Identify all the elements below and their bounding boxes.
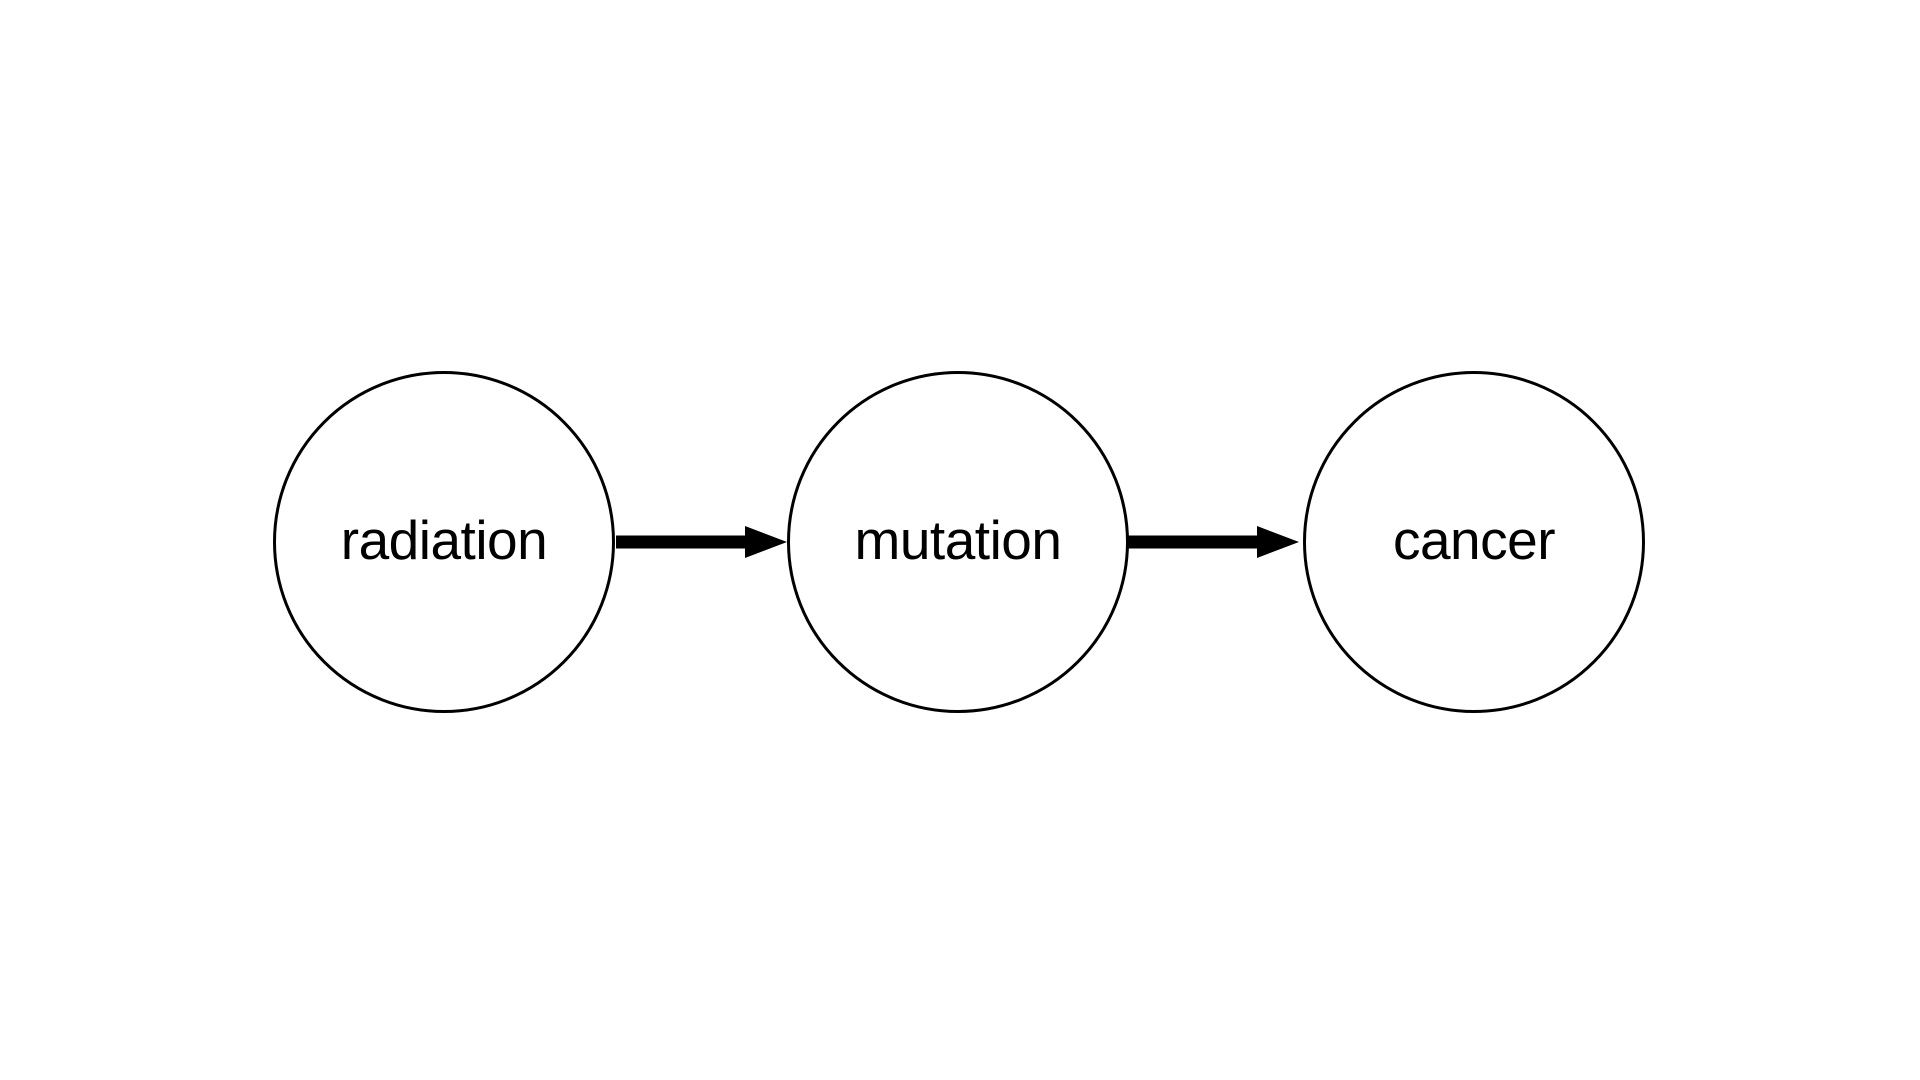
node-radiation: radiation [273, 371, 615, 713]
node-radiation-label: radiation [340, 508, 548, 571]
node-mutation: mutation [787, 371, 1129, 713]
node-cancer: cancer [1303, 371, 1645, 713]
node-mutation-label: mutation [854, 508, 1062, 571]
node-cancer-label: cancer [1392, 508, 1556, 571]
arrow-radiation-to-mutation-icon [616, 526, 787, 558]
arrow-mutation-to-cancer-icon [1128, 526, 1299, 558]
